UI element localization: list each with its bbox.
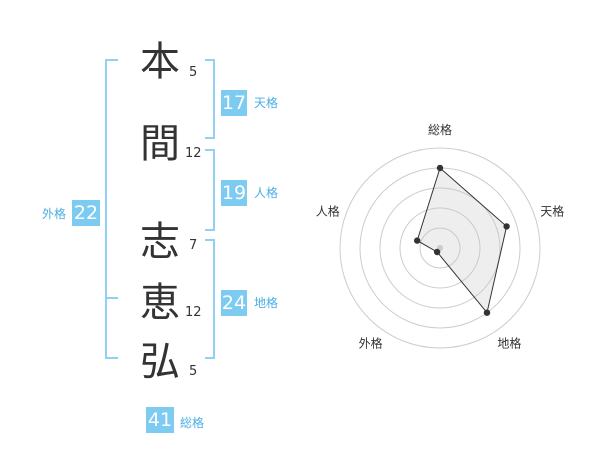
tenkaku-value: 17 — [221, 90, 247, 116]
radar-grid-ring-3 — [379, 187, 501, 309]
soukaku-label: 総格 — [180, 416, 205, 430]
radar-grid-ring-2 — [399, 207, 481, 289]
name-char-3: 志 — [140, 219, 180, 265]
radar-point-5 — [414, 237, 421, 244]
chikaku-value: 24 — [221, 290, 247, 316]
name-char-4: 恵 — [140, 280, 180, 326]
soukaku-value: 41 — [146, 407, 174, 433]
jinkaku-bracket — [205, 149, 215, 231]
gaikaku-value: 22 — [72, 200, 100, 226]
radar-axis-label-3: 地格 — [497, 336, 521, 351]
stroke-count-3: 7 — [189, 238, 198, 253]
name-char-1: 本 — [140, 39, 180, 85]
gaikaku-bracket — [105, 59, 118, 359]
radar-point-4 — [433, 248, 441, 256]
stroke-count-1: 5 — [189, 65, 198, 80]
chikaku-bracket — [205, 239, 215, 359]
tenkaku-bracket — [205, 59, 215, 139]
radar-axis-label-1: 総格 — [428, 122, 452, 137]
jinkaku-label: 人格 — [254, 186, 279, 200]
stroke-count-2: 12 — [185, 146, 202, 161]
radar-series-polygon — [416, 167, 508, 314]
radar-point-2 — [503, 223, 510, 230]
stroke-count-5: 5 — [189, 364, 198, 379]
chikaku-label: 地格 — [254, 296, 279, 310]
radar-point-3 — [483, 309, 491, 316]
radar-point-1 — [436, 164, 444, 172]
radar-grid-ring-5 — [339, 147, 541, 349]
radar-axis-label-2: 天格 — [540, 204, 564, 219]
jinkaku-value: 19 — [221, 180, 247, 206]
stroke-count-4: 12 — [185, 305, 202, 320]
name-char-5: 弘 — [140, 339, 180, 385]
gaikaku-label: 外格 — [42, 207, 67, 221]
radar-axis-label-5: 人格 — [316, 204, 340, 219]
tenkaku-label: 天格 — [254, 96, 279, 110]
radar-axis-label-4: 外格 — [359, 336, 383, 351]
radar-grid-ring-1 — [419, 227, 461, 269]
name-char-2: 間 — [140, 121, 180, 167]
